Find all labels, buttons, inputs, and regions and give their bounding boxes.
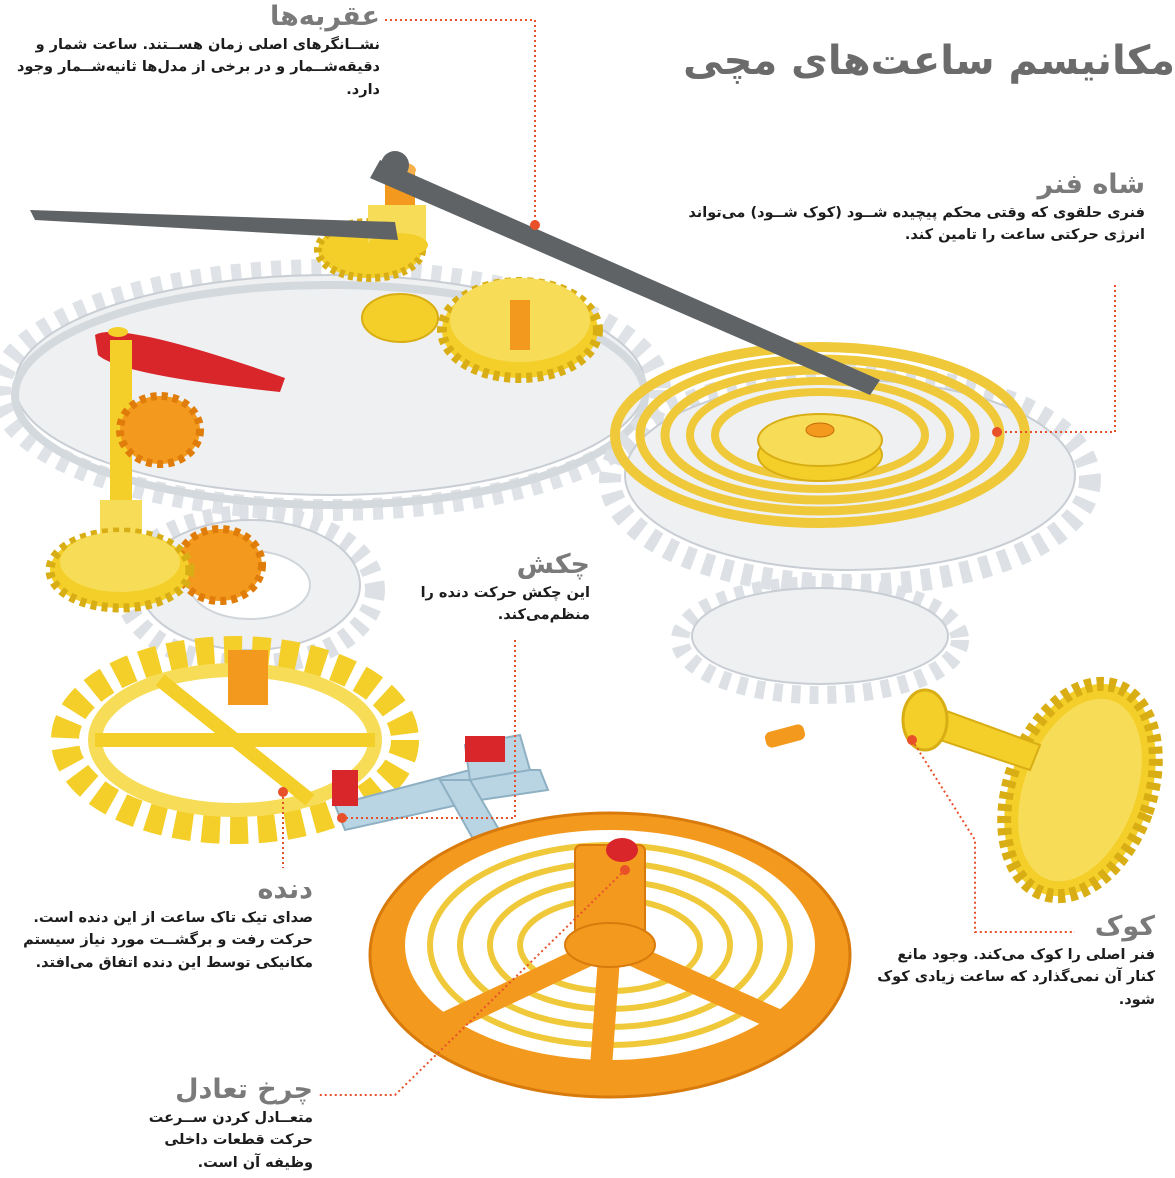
page-title: مکانیسم ساعت‌های مچی bbox=[683, 38, 1175, 84]
label-crown: کوک فنر اصلی را کوک می‌کند. وجود مانع کن… bbox=[875, 912, 1155, 1011]
label-hands: عقربه‌ها نشــانگرهای اصلی زمان هســتند. … bbox=[0, 2, 380, 101]
label-escape-wheel: دنده صدای تیک تاک ساعت از این دنده است. … bbox=[3, 875, 313, 974]
label-escape-wheel-body: صدای تیک تاک ساعت از این دنده است. حرکت … bbox=[3, 907, 313, 974]
label-mainspring-heading: شاه فنر bbox=[685, 170, 1145, 200]
crown bbox=[764, 663, 1175, 918]
balance-wheel bbox=[370, 813, 850, 1097]
label-hands-body: نشــانگرهای اصلی زمان هســتند. ساعت شمار… bbox=[0, 34, 380, 101]
label-hands-heading: عقربه‌ها bbox=[0, 2, 380, 32]
white-gear-lower-right bbox=[680, 585, 960, 695]
label-crown-heading: کوک bbox=[875, 912, 1155, 942]
label-balance-wheel-body: متعــادل کردن ســرعت حرکت قطعات داخلی وظ… bbox=[113, 1107, 313, 1174]
yellow-gear-left bbox=[50, 532, 190, 608]
label-escape-wheel-heading: دنده bbox=[3, 875, 313, 905]
label-pallet-fork-heading: چکش bbox=[390, 550, 590, 580]
label-balance-wheel-heading: چرخ تعادل bbox=[113, 1075, 313, 1105]
label-mainspring: شاه فنر فنری حلقوی که وقتی محکم پیچیده ش… bbox=[685, 170, 1145, 247]
label-balance-wheel: چرخ تعادل متعــادل کردن ســرعت حرکت قطعا… bbox=[113, 1075, 313, 1174]
label-crown-body: فنر اصلی را کوک می‌کند. وجود مانع کنار آ… bbox=[875, 944, 1155, 1011]
label-pallet-fork: چکش این چکش حرکت دنده را منظم‌می‌کند. bbox=[390, 550, 590, 627]
label-mainspring-body: فنری حلقوی که وقتی محکم پیچیده شــود (کو… bbox=[685, 202, 1145, 247]
label-pallet-fork-body: این چکش حرکت دنده را منظم‌می‌کند. bbox=[390, 582, 590, 627]
